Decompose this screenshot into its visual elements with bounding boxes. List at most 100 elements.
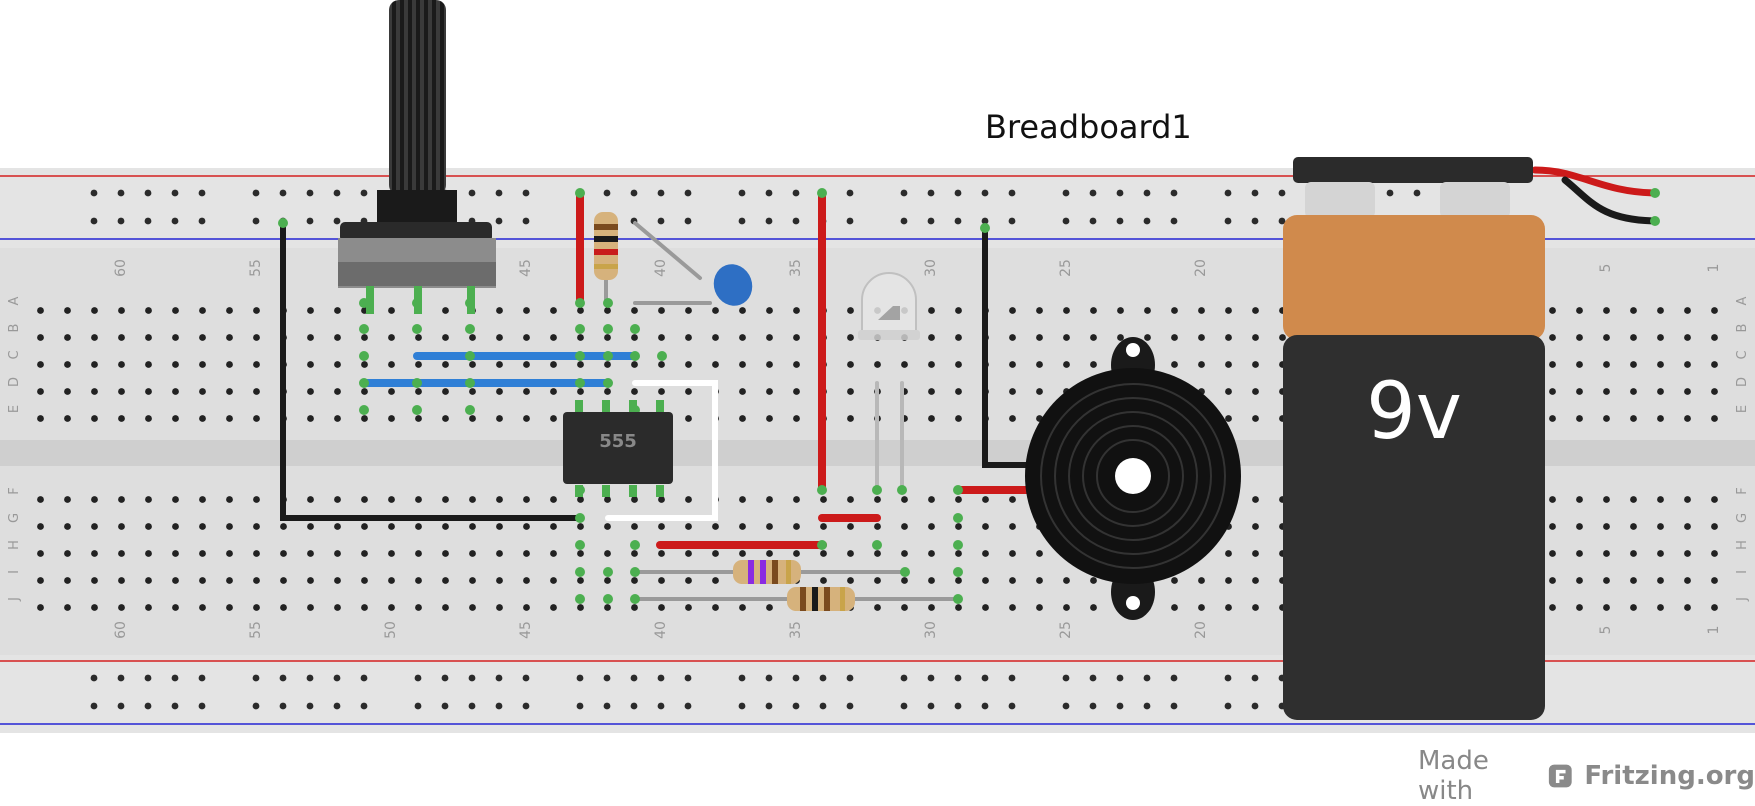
connected-hole xyxy=(630,324,640,334)
rail-hole xyxy=(1062,674,1070,682)
column-number: 30 xyxy=(923,259,939,277)
rail-hole xyxy=(846,217,854,225)
rail-hole xyxy=(198,674,206,682)
connected-hole xyxy=(575,324,585,334)
rail-hole xyxy=(1386,189,1394,197)
rail-hole xyxy=(927,674,935,682)
row-letter: C xyxy=(1735,350,1750,359)
rail-hole xyxy=(1143,702,1151,710)
rail-hole xyxy=(495,702,503,710)
rail-hole xyxy=(927,702,935,710)
rail-hole xyxy=(927,189,935,197)
battery-body xyxy=(1283,335,1545,720)
rail-hole xyxy=(1008,674,1016,682)
row-letter: B xyxy=(7,324,22,333)
connected-hole xyxy=(359,378,369,388)
rail-hole xyxy=(495,189,503,197)
rail-hole xyxy=(1278,217,1286,225)
rail-hole xyxy=(252,674,260,682)
connected-hole xyxy=(465,378,475,388)
battery-label: 9v xyxy=(1366,367,1462,457)
rail-hole xyxy=(630,189,638,197)
connected-hole xyxy=(278,218,288,228)
rail-hole xyxy=(1278,189,1286,197)
rail-hole xyxy=(360,702,368,710)
connected-hole xyxy=(872,540,882,550)
column-number: 30 xyxy=(923,621,939,639)
ic-555: 555 xyxy=(563,400,673,497)
column-number: 45 xyxy=(518,259,534,277)
row-letter: D xyxy=(7,377,22,387)
rail-hole xyxy=(819,702,827,710)
black-wire-buzzer-ground xyxy=(982,225,1043,468)
connected-hole xyxy=(412,324,422,334)
rail-hole xyxy=(198,217,206,225)
rail-hole xyxy=(522,189,530,197)
rail-hole xyxy=(1116,674,1124,682)
rail-hole xyxy=(684,217,692,225)
connected-hole xyxy=(630,351,640,361)
rail-hole xyxy=(1170,702,1178,710)
rail-hole xyxy=(279,189,287,197)
rail-hole xyxy=(198,702,206,710)
connected-hole xyxy=(953,540,963,550)
rail-hole xyxy=(468,702,476,710)
connected-hole xyxy=(872,485,882,495)
rail-hole xyxy=(1143,189,1151,197)
made-with-text: Made with xyxy=(1418,746,1489,806)
connected-hole xyxy=(603,567,613,577)
resistor-vertical xyxy=(594,212,618,280)
rail-hole xyxy=(981,189,989,197)
row-letter: H xyxy=(7,540,22,550)
connected-hole xyxy=(817,188,827,198)
rail-hole xyxy=(441,674,449,682)
rail-hole xyxy=(495,217,503,225)
rail-hole xyxy=(981,702,989,710)
column-number: 35 xyxy=(788,621,804,639)
rail-hole xyxy=(1116,217,1124,225)
rail-hole xyxy=(846,702,854,710)
connected-hole xyxy=(953,594,963,604)
row-letter: G xyxy=(1735,513,1750,523)
rail-hole xyxy=(765,674,773,682)
row-letter: F xyxy=(7,487,22,494)
connected-hole xyxy=(465,324,475,334)
rail-hole xyxy=(144,702,152,710)
column-number: 45 xyxy=(518,621,534,639)
column-number: 5 xyxy=(1598,626,1614,635)
connected-hole xyxy=(817,540,827,550)
rail-hole xyxy=(1143,217,1151,225)
row-letter: G xyxy=(7,513,22,523)
column-number: 1 xyxy=(1706,626,1722,635)
rail-hole xyxy=(306,217,314,225)
row-letter: F xyxy=(1735,487,1750,494)
rail-hole xyxy=(738,217,746,225)
connected-hole xyxy=(630,540,640,550)
rail-hole xyxy=(900,702,908,710)
rail-hole xyxy=(333,189,341,197)
rail-hole xyxy=(738,189,746,197)
rail-hole xyxy=(1224,217,1232,225)
rail-hole xyxy=(171,674,179,682)
rail-hole xyxy=(144,217,152,225)
connected-hole xyxy=(897,485,907,495)
rail-hole xyxy=(684,702,692,710)
row-letter: A xyxy=(1735,296,1750,305)
rail-hole xyxy=(414,702,422,710)
rail-hole xyxy=(1062,702,1070,710)
connected-hole xyxy=(953,567,963,577)
rail-hole xyxy=(468,674,476,682)
rail-hole xyxy=(1251,217,1259,225)
rail-hole xyxy=(279,702,287,710)
rail-hole xyxy=(90,674,98,682)
rail-hole xyxy=(252,217,260,225)
rail-hole xyxy=(765,702,773,710)
battery-top-band xyxy=(1283,215,1545,340)
rail-hole xyxy=(1170,217,1178,225)
white-wire xyxy=(605,380,718,521)
rail-hole xyxy=(1224,702,1232,710)
rail-hole xyxy=(846,189,854,197)
column-number: 35 xyxy=(788,259,804,277)
